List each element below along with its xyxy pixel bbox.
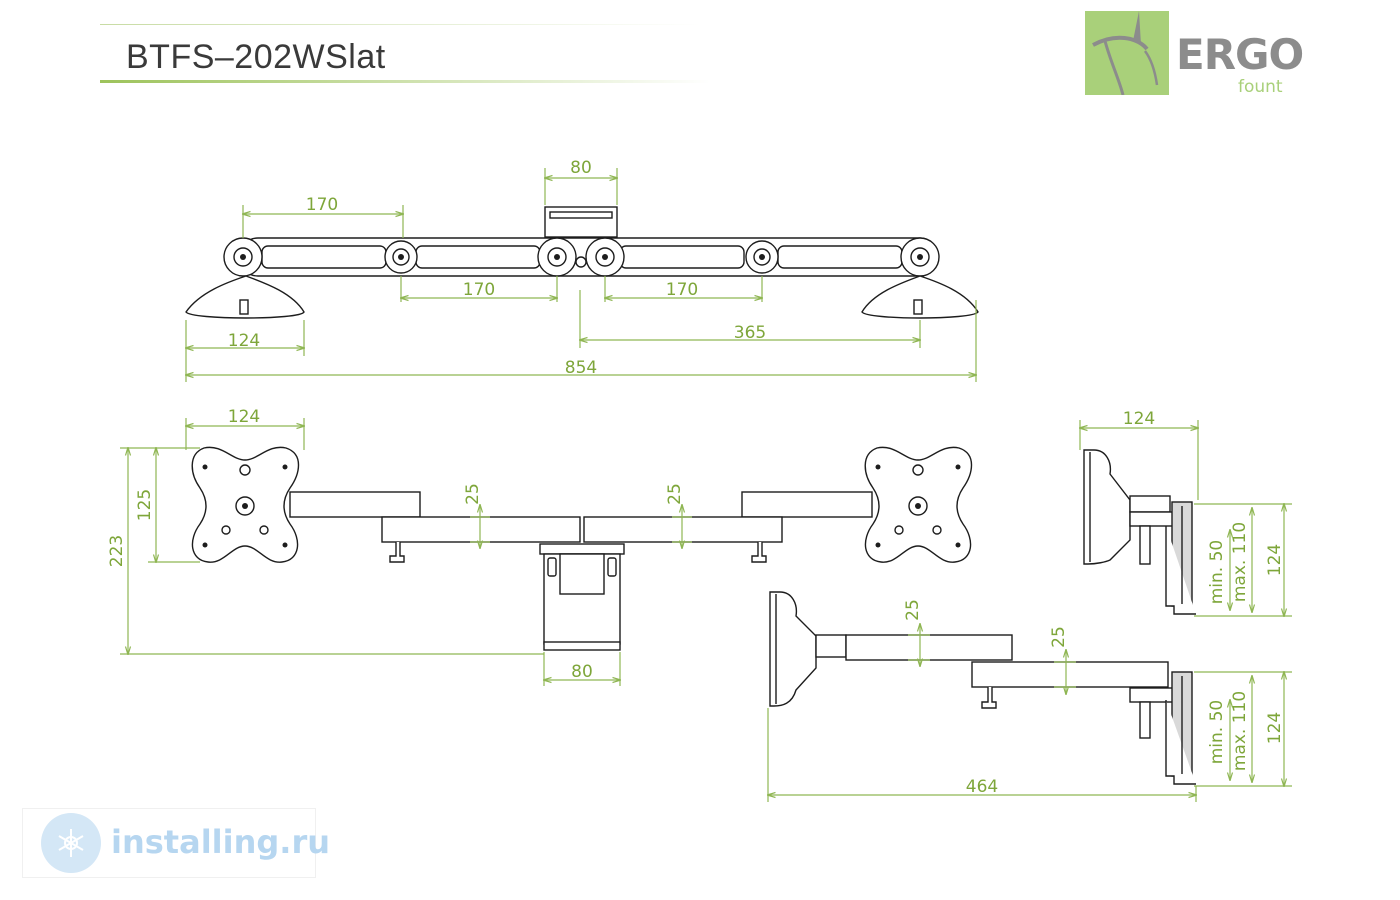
front-arm-left-lower bbox=[381, 516, 581, 543]
top-joint-3 bbox=[537, 237, 577, 277]
top-foot-right bbox=[861, 275, 979, 319]
front-view-dimensions: 124 125 223 25 25 80 bbox=[107, 407, 692, 686]
dim-top-arm-left: 170 bbox=[306, 195, 338, 215]
dim-front-vesa-height: 125 bbox=[135, 489, 155, 521]
dim-side-bottom-reach: 464 bbox=[966, 777, 998, 797]
front-arm-right-knob bbox=[751, 542, 767, 563]
front-arm-right-upper bbox=[741, 491, 873, 518]
side-bottom-arm-lower bbox=[971, 661, 1169, 688]
front-clamp-top-plate bbox=[539, 543, 625, 555]
logo-brand: ERGO bbox=[1176, 30, 1304, 79]
top-view bbox=[185, 206, 979, 319]
side-view-bottom bbox=[769, 591, 1196, 785]
side-bottom-mount-knob bbox=[1139, 701, 1151, 739]
top-rail-slot-4 bbox=[777, 245, 903, 269]
top-joint-5 bbox=[745, 240, 779, 274]
dim-front-vesa-width: 124 bbox=[228, 407, 260, 427]
front-arm-right-lower bbox=[583, 516, 783, 543]
dim-top-clamp: 80 bbox=[570, 158, 592, 178]
side-top-arm bbox=[1129, 495, 1171, 513]
dim-top-half-span: 365 bbox=[734, 323, 766, 343]
dim-top-arm-inner-left: 170 bbox=[463, 280, 495, 300]
dim-top-total-span: 854 bbox=[565, 358, 597, 378]
front-clamp-bottom-plate bbox=[543, 641, 621, 651]
watermark: installing.ru bbox=[22, 808, 330, 878]
front-arm-left-knob bbox=[389, 542, 405, 563]
dim-side-bottom-height: 124 bbox=[1265, 712, 1285, 744]
top-foot-left bbox=[185, 275, 305, 319]
title-top-rule bbox=[100, 24, 700, 25]
side-bottom-knob bbox=[981, 687, 997, 709]
dim-top-foot: 124 bbox=[228, 331, 260, 351]
dim-side-bottom-max: max. 110 bbox=[1230, 691, 1250, 771]
top-joint-2 bbox=[384, 240, 418, 274]
side-bottom-mount bbox=[1129, 687, 1177, 703]
dim-side-top-width: 124 bbox=[1123, 409, 1155, 429]
side-bottom-arm-pivot bbox=[815, 634, 847, 658]
top-rail-slot-2 bbox=[415, 245, 541, 269]
ergofount-logo-icon bbox=[1085, 11, 1169, 96]
dim-front-total-height: 223 bbox=[107, 535, 127, 567]
top-view-dimensions: 80 170 170 170 124 365 854 bbox=[186, 158, 976, 382]
top-rail-slot-3 bbox=[619, 245, 745, 269]
top-clamp-plate bbox=[549, 211, 613, 219]
side-top-plate bbox=[1083, 449, 1131, 565]
top-joint-4 bbox=[585, 237, 625, 277]
front-arm-left-upper bbox=[289, 491, 421, 518]
side-view-bottom-dimensions: 25 25 min. 50 max. 110 124 464 bbox=[768, 599, 1292, 802]
side-bottom-plate bbox=[769, 591, 817, 707]
logo-subtitle: fount bbox=[1238, 77, 1283, 97]
side-bottom-arm-upper bbox=[845, 634, 1013, 661]
front-view bbox=[191, 446, 973, 651]
front-clamp-post bbox=[559, 553, 605, 595]
top-joint-1 bbox=[223, 237, 263, 277]
top-joint-6 bbox=[900, 237, 940, 277]
dim-side-arm-1: 25 bbox=[903, 599, 923, 621]
dim-side-arm-2: 25 bbox=[1049, 626, 1069, 648]
dim-front-arm-right: 25 bbox=[665, 483, 685, 505]
installing-ru-logo-icon bbox=[41, 813, 101, 873]
watermark-text: installing.ru bbox=[111, 823, 330, 861]
top-foot-right-screw bbox=[913, 299, 923, 315]
side-top-knob bbox=[1139, 525, 1151, 565]
dim-side-top-height: 124 bbox=[1265, 544, 1285, 576]
dim-side-bottom-min: min. 50 bbox=[1207, 700, 1227, 765]
top-center-pivot bbox=[575, 256, 587, 268]
top-foot-left-screw bbox=[239, 299, 249, 315]
top-rail-slot-1 bbox=[261, 245, 387, 269]
dim-front-clamp: 80 bbox=[571, 662, 593, 682]
title-underline bbox=[100, 80, 710, 83]
page-title: BTFS–202WSlat bbox=[126, 38, 386, 76]
dim-side-top-min: min. 50 bbox=[1207, 540, 1227, 605]
dim-side-top-max: max. 110 bbox=[1230, 522, 1250, 602]
dim-top-arm-inner-right: 170 bbox=[666, 280, 698, 300]
side-view-top bbox=[1083, 449, 1196, 615]
side-view-top-dimensions: 124 min. 50 max. 110 124 bbox=[1080, 409, 1292, 616]
dim-front-arm-left: 25 bbox=[463, 483, 483, 505]
